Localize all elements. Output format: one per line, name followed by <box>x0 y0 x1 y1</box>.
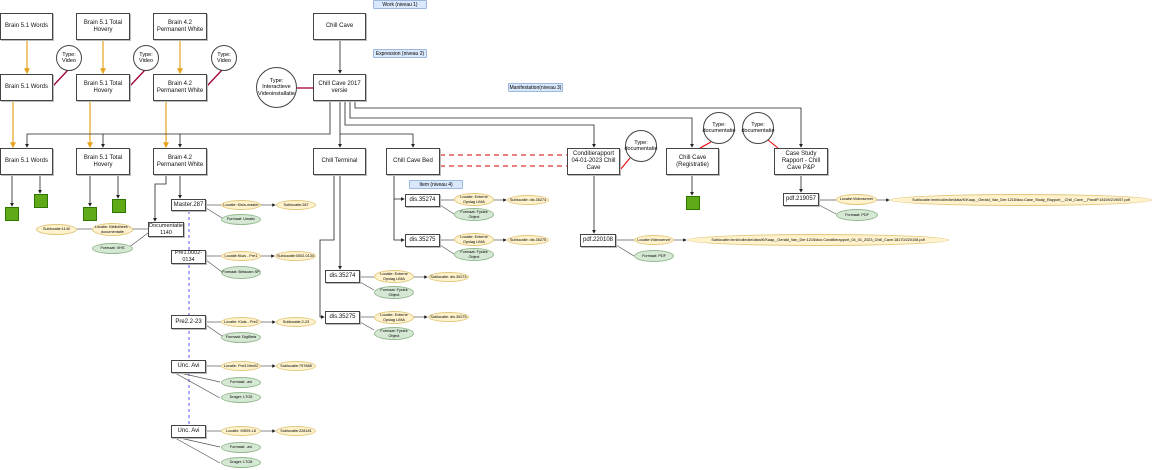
item-node[interactable]: dis.35274 <box>325 270 360 283</box>
sublocation-ellipse: Sublocatie: dis.35275 <box>428 312 469 322</box>
format-ellipse: Formaat: Umatic <box>221 214 261 225</box>
manifestation-node[interactable]: Conditierapport 04-01-2023 Chill Cave <box>567 148 620 175</box>
sublocation-ellipse: Sublocatie:797688 <box>276 361 316 371</box>
sublocation-ellipse: Sublocatie:228181 <box>276 426 316 436</box>
format-ellipse: Formaat: Fysiek Object <box>374 327 414 340</box>
green-square-item[interactable] <box>112 199 126 213</box>
type-circle[interactable]: Type: documentatie <box>702 112 736 144</box>
format-ellipse: Formaat: DigiBeta <box>221 332 261 343</box>
expression-node[interactable]: Brain 4.2 Permanent White <box>153 74 207 101</box>
format-ellipse: Formaat: Fysiek Object <box>374 286 414 299</box>
format-ellipse: Formaat: VHS <box>92 243 133 254</box>
sublocation-ellipse: Sublocatie:/mnt/collectie/data/K/Kaap,_G… <box>890 194 1152 206</box>
work-node[interactable]: Brain 5.1 Total Hovery <box>76 13 130 40</box>
location-ellipse: Locatie: Externe Opslag LIMA <box>454 233 494 246</box>
location-ellipse: Locatie: Externe Opslag LIMA <box>374 270 414 283</box>
format-ellipse: Formaat: Fysiek Object <box>454 208 494 221</box>
manifestation-node[interactable]: Brain 4.2 Permanent White <box>153 148 207 175</box>
carrier-ellipse: Drager: LTO5 <box>221 392 261 403</box>
location-ellipse: Locatie:Videoserver <box>634 235 674 245</box>
sublocation-ellipse: Sublocatie:1140 <box>36 224 77 235</box>
level-label-manifestation: Manifestation(niveau 3) <box>508 83 563 92</box>
work-node[interactable]: Brain 5.1 Words <box>0 13 53 40</box>
work-node[interactable]: Chill Cave <box>313 13 366 40</box>
format-ellipse: Formaat: PDF <box>634 250 674 262</box>
item-node[interactable]: dis.35275 <box>325 311 360 324</box>
expression-node[interactable]: Brain 5.1 Words <box>0 74 53 101</box>
item-node[interactable]: pdf.220108 <box>580 234 616 247</box>
format-ellipse: Formaat: Fysiek Object <box>454 248 494 261</box>
green-square-item[interactable] <box>34 194 48 208</box>
item-node[interactable]: Pre2.2-23 <box>171 315 206 329</box>
sublocation-ellipse: Sublocatie:2-23 <box>276 317 316 327</box>
expression-node[interactable]: Chill Cave 2017 versie <box>313 74 366 101</box>
location-ellipse: Locatie:Kluis - Pre1 <box>221 251 261 261</box>
item-node[interactable]: Unc. Avi <box>171 360 206 373</box>
location-ellipse: Locatie: Kluis - Pre2 <box>221 317 261 327</box>
item-node[interactable]: dis.35275 <box>405 234 440 247</box>
type-circle[interactable]: Type: Video <box>211 45 237 71</box>
manifestation-node[interactable]: Brain 5.1 Total Hovery <box>76 148 130 175</box>
level-label-work: Work (niveau 1) <box>373 0 427 9</box>
location-ellipse: Locatie: Externe Opslag LIMA <box>374 311 414 324</box>
item-node[interactable]: Pre1.0002-0134 <box>171 250 206 264</box>
manifestation-node[interactable]: Chill Cave (Registratie) <box>666 148 719 175</box>
location-ellipse: Locatie: Pre3.Nim02 <box>221 361 261 371</box>
green-square-item[interactable] <box>686 196 700 210</box>
item-node[interactable]: dis.35274 <box>405 194 440 207</box>
item-node[interactable]: Unc. Avi <box>171 425 206 438</box>
type-circle[interactable]: Type: Interactieve Videoinstallatie <box>256 67 297 108</box>
sublocation-ellipse: Sublocatie:/mnt/collectie/data/K/Kaap,_G… <box>687 234 949 246</box>
location-ellipse: Locatie: Kluis-master <box>221 200 261 210</box>
location-ellipse: Locatie: MS09-L8 <box>221 426 261 436</box>
carrier-ellipse: Drager: LTO8 <box>221 457 261 468</box>
item-node[interactable]: Documentatie 1140 <box>148 222 184 237</box>
format-ellipse: Formaat: PDF <box>836 209 878 221</box>
green-square-item[interactable] <box>83 207 97 221</box>
work-node[interactable]: Brain 4.2 Permanent White <box>153 13 207 40</box>
format-ellipse: Formaat: .avi <box>221 442 261 453</box>
type-circle[interactable]: Type: Video <box>133 45 159 71</box>
green-square-item[interactable] <box>5 207 19 221</box>
type-circle[interactable]: Type: documentatie <box>741 112 775 144</box>
level-label-item: Item (niveau 4) <box>409 180 463 189</box>
sublocation-ellipse: Sublocatie:287 <box>276 200 316 210</box>
manifestation-node[interactable]: Case Study Rapport - Chill Cave P&P <box>774 148 828 175</box>
type-circle[interactable]: Type: Video <box>56 45 82 71</box>
item-node[interactable]: Master.287 <box>171 199 206 211</box>
format-ellipse: Formaat: .avi <box>221 377 261 388</box>
location-ellipse: Locatie:Videoserver <box>836 194 877 205</box>
manifestation-node[interactable]: Chill Terminal <box>313 148 366 175</box>
item-node[interactable]: pdf.219057 <box>783 193 819 206</box>
manifestation-node[interactable]: Chill Cave Bed <box>386 148 440 175</box>
location-ellipse: Locatie: Bibliotheek - documentatie <box>92 223 133 236</box>
type-circle[interactable]: Type: documentatie <box>624 130 658 162</box>
manifestation-node[interactable]: Brain 5.1 Words <box>0 148 53 175</box>
sublocation-ellipse: Sublocatie:0002-0134 <box>275 251 316 261</box>
format-ellipse: Formaat: Betacam SP <box>221 266 261 279</box>
location-ellipse: Locatie: Externe Opslag LIMA <box>454 193 494 206</box>
sublocation-ellipse: Sublocatie: dis.35275 <box>507 235 549 245</box>
level-label-expression: Expression (niveau 2) <box>373 49 427 58</box>
expression-node[interactable]: Brain 5.1 Total Hovery <box>76 74 130 101</box>
sublocation-ellipse: Sublocatie: dis.35274 <box>428 272 469 282</box>
sublocation-ellipse: Sublocatie: dis.35274 <box>507 195 549 205</box>
